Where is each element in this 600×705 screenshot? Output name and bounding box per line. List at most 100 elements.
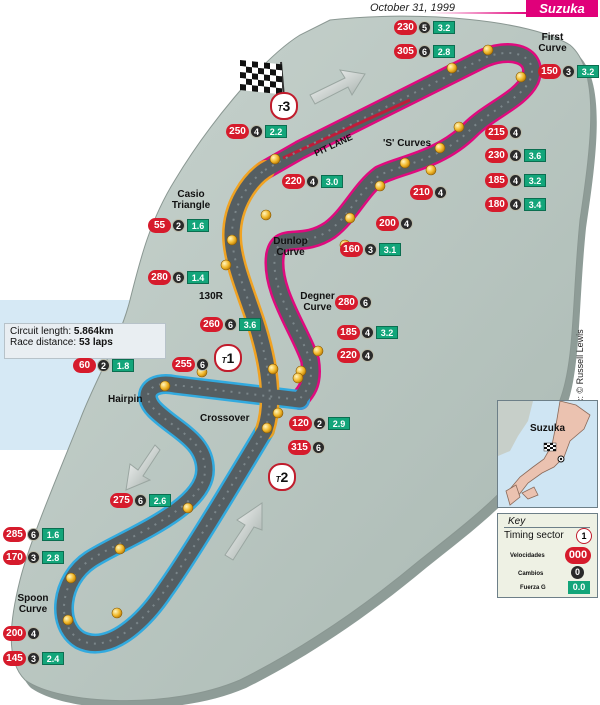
flag-square	[270, 69, 276, 76]
inset-label: Suzuka	[530, 423, 566, 434]
flag-square	[264, 86, 270, 94]
gforce-badge: 2.8	[42, 551, 64, 564]
key-gear-value: 0	[574, 567, 580, 577]
speed-badge: 305	[394, 44, 417, 59]
speed-badge: 230	[485, 148, 508, 163]
key-gear-badge: 0	[571, 566, 584, 579]
flag-square	[264, 74, 270, 82]
key-timing-sector-num: 1	[581, 531, 587, 541]
gear-badge: 2	[313, 417, 326, 430]
length-label: Circuit length:	[10, 326, 72, 337]
gforce-badge: 1.8	[112, 359, 134, 372]
corner-marker	[159, 380, 171, 392]
speed-badge: 250	[226, 124, 249, 139]
flag-square	[270, 87, 276, 94]
speed-badge: 180	[485, 197, 508, 212]
gforce-badge: 3.6	[524, 149, 546, 162]
flag-square	[246, 60, 252, 68]
japan-inset-map: Suzuka	[497, 400, 598, 508]
gear-badge: 4	[361, 349, 374, 362]
gforce-badge: 3.2	[524, 174, 546, 187]
speed-badge: 170	[3, 550, 26, 565]
flag-square	[258, 67, 264, 75]
corner-marker	[515, 71, 527, 83]
corner-marker	[399, 157, 411, 169]
flag-square	[252, 85, 258, 92]
speed-badge: 215	[485, 125, 508, 140]
track-surface	[56, 45, 540, 652]
corner-marker	[267, 363, 279, 375]
speed-badge: 185	[337, 325, 360, 340]
gear-badge: 4	[400, 217, 413, 230]
flag-square	[246, 66, 252, 74]
speed-badge: 160	[340, 242, 363, 257]
corner-marker	[220, 259, 232, 271]
speed-badge: 285	[3, 527, 26, 542]
speed-badge: 280	[148, 270, 171, 285]
gear-badge: 6	[27, 528, 40, 541]
flag-square	[276, 81, 282, 89]
flag-square	[252, 73, 258, 80]
gforce-badge: 1.6	[42, 528, 64, 541]
flag-square	[252, 67, 258, 74]
chequered-flag-icon	[240, 60, 285, 99]
gear-badge: 6	[418, 45, 431, 58]
gforce-badge: 3.1	[379, 243, 401, 256]
gear-badge: 4	[509, 149, 522, 162]
direction-arrow-bottom	[224, 502, 263, 561]
corner-marker	[114, 543, 126, 555]
flag-square	[246, 84, 252, 92]
gforce-badge: 3.0	[321, 175, 343, 188]
gforce-badge: 3.2	[577, 65, 599, 78]
corner-marker	[482, 44, 494, 56]
speed-badge: 200	[376, 216, 399, 231]
gforce-badge: 2.8	[433, 45, 455, 58]
key-speed-badge: 000	[565, 547, 591, 564]
direction-arrow-left	[125, 444, 161, 491]
speed-badge: 255	[172, 357, 195, 372]
pit-lane-line	[282, 98, 411, 160]
speed-badge: 200	[3, 626, 26, 641]
flag-square	[240, 60, 246, 67]
flag-square	[258, 79, 264, 87]
corner-marker	[260, 209, 272, 221]
speed-badge: 230	[394, 20, 417, 35]
gforce-badge: 1.4	[187, 271, 209, 284]
key-gforce-value: 0.0	[572, 582, 586, 592]
timing-sector-1: T1	[214, 344, 242, 372]
corner-marker	[434, 142, 446, 154]
gear-badge: 4	[306, 175, 319, 188]
gear-badge: 3	[27, 551, 40, 564]
corner-marker	[453, 121, 465, 133]
gforce-badge: 2.2	[265, 125, 287, 138]
flag-square	[246, 78, 252, 86]
header-bar	[430, 12, 598, 14]
corner-marker	[374, 180, 386, 192]
gear-badge: 4	[509, 126, 522, 139]
label-s-curves: 'S' Curves	[383, 138, 432, 149]
flag-square	[258, 85, 264, 93]
label-degner-curve: Degner Curve	[300, 291, 335, 313]
label-130r: 130R	[199, 291, 223, 302]
corner-marker	[446, 62, 458, 74]
gear-badge: 2	[97, 359, 110, 372]
key-speed-value: 000	[568, 549, 588, 561]
gear-badge: 6	[224, 318, 237, 331]
map-key: Key Timing sector 1 Velocidades 000 Camb…	[497, 513, 598, 598]
label-casio-triangle: Casio Triangle	[171, 189, 211, 211]
race-date: October 31, 1999	[370, 2, 456, 14]
gforce-badge: 2.6	[149, 494, 171, 507]
corner-marker	[344, 212, 356, 224]
corner-marker	[111, 607, 123, 619]
flag-square	[264, 62, 270, 70]
flag-square	[276, 63, 282, 71]
gear-badge: 3	[27, 652, 40, 665]
gear-badge: 6	[196, 358, 209, 371]
flag-square	[240, 84, 246, 91]
flag-square	[276, 75, 282, 83]
speed-badge: 220	[282, 174, 305, 189]
gear-badge: 2	[172, 219, 185, 232]
key-gforce-label: Fuerza G	[520, 585, 546, 591]
flag-square	[240, 78, 246, 85]
